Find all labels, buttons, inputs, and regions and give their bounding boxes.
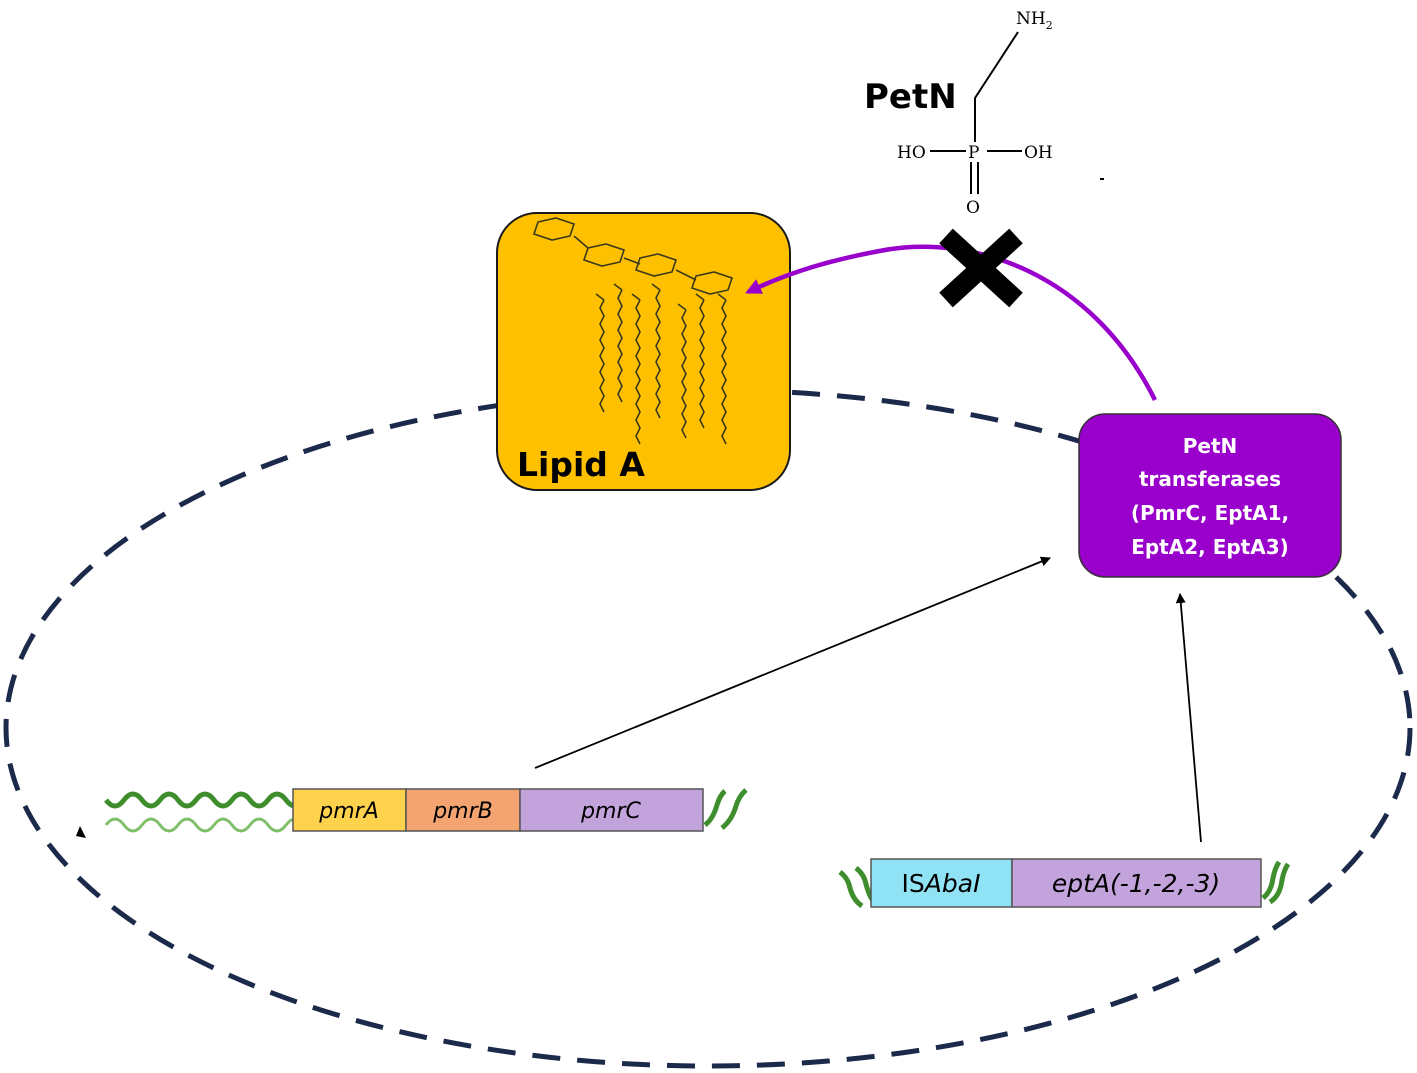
petn-ho: HO (897, 143, 926, 163)
petn-phosphorus: P (968, 143, 979, 163)
dna-helix-right-small-icon (1261, 860, 1291, 905)
gene-pmrc (519, 788, 704, 832)
dna-helix-left-icon (104, 791, 306, 833)
lipid-a-molecule-icon (532, 217, 734, 445)
gene-pmrb (405, 788, 521, 832)
petn-transfer-arrow (745, 244, 1158, 402)
transferase-label-1: PetN (1183, 434, 1238, 458)
block-x-icon (939, 228, 1023, 308)
petn-structure: PetN NH2 HO P OH O (864, 9, 1104, 218)
gene-pmrc-label: pmrC (580, 799, 641, 824)
gene-pmra (292, 788, 407, 832)
dna-helix-left-small-icon (838, 866, 876, 909)
transferase-label-4: EptA2, EptA3) (1131, 535, 1289, 559)
gene-epta (1011, 858, 1262, 908)
lipid-a-background (496, 212, 791, 491)
petn-oxygen: O (966, 198, 980, 218)
petn-title: PetN (864, 77, 957, 117)
petn-oh: OH (1024, 143, 1053, 163)
petn-chain-bond (974, 31, 1019, 142)
gene-pmrb-label: pmrB (432, 799, 493, 824)
stray-mark (1100, 178, 1104, 180)
lipid-a-label: Lipid A (517, 445, 645, 484)
transferase-background (1078, 413, 1342, 578)
lipid-a-box: Lipid A (496, 212, 791, 491)
epta-expression-arrow (1175, 593, 1202, 843)
membrane-arrowhead-mark (76, 826, 86, 838)
pmrc-expression-arrow (534, 556, 1051, 769)
gene-pmra-label: pmrA (318, 799, 379, 824)
petn-nh2: NH2 (1016, 9, 1053, 32)
transferase-label-3: (PmrC, EptA1, (1131, 501, 1289, 525)
dna-helix-right-icon (703, 788, 748, 830)
transferase-box: PetN transferases (PmrC, EptA1, EptA2, E… (1078, 413, 1342, 578)
transferase-label-2: transferases (1139, 467, 1281, 491)
gene-isabai-label: ISAbaI (902, 869, 981, 898)
pmr-operon: pmrA pmrB pmrC (104, 788, 748, 833)
gene-epta-label: eptA(-1,-2,-3) (1052, 869, 1220, 898)
isabai-epta-locus: ISAbaI eptA(-1,-2,-3) (838, 858, 1291, 909)
